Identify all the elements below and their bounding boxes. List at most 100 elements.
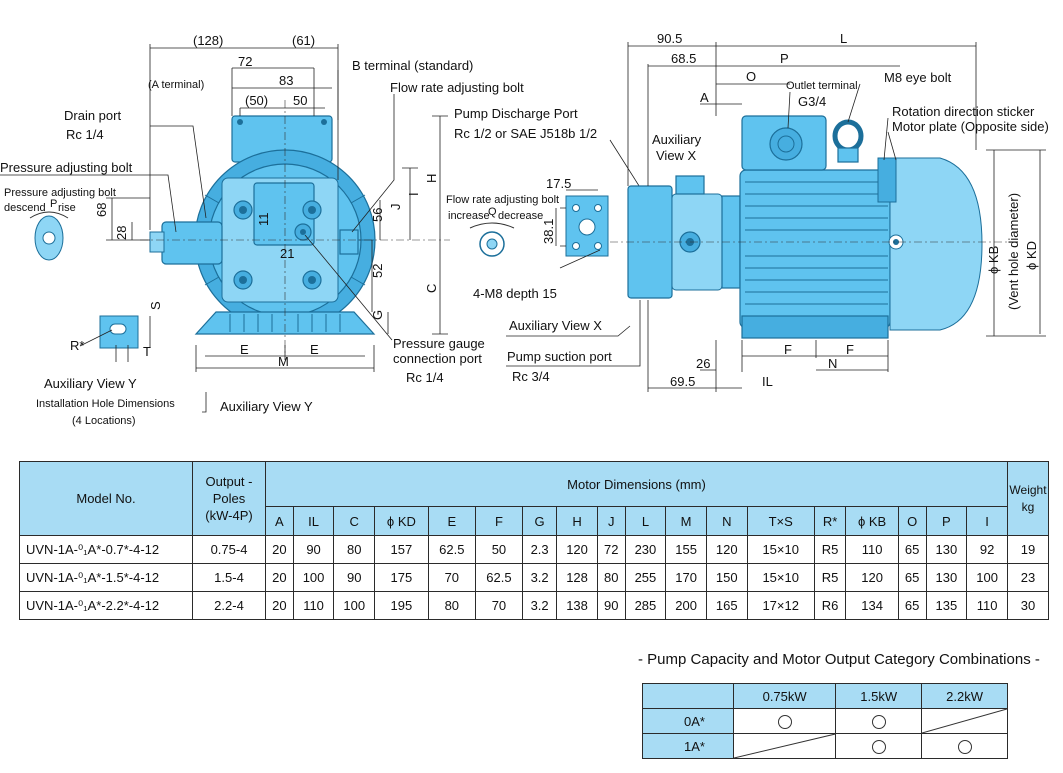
combinations-table: 0.75kW 1.5kW 2.2kW 0A*1A* xyxy=(642,683,1008,759)
combo-available-cell xyxy=(732,708,837,734)
dimension-cell: 165 xyxy=(705,591,748,620)
column-header: N xyxy=(705,506,748,536)
dim-f2: F xyxy=(846,342,854,357)
dimension-cell: 65 xyxy=(897,591,927,620)
column-header: A xyxy=(265,506,294,536)
weight-cell: 23 xyxy=(1007,563,1049,592)
combo-body: 0A*1A* xyxy=(642,708,1008,759)
aux-x-label2: View X xyxy=(656,148,697,163)
dim-50b: 50 xyxy=(293,93,307,108)
dim-f1: F xyxy=(784,342,792,357)
combo-unavailable-cell xyxy=(732,733,837,759)
output-header: Output - Poles (kW-4P) xyxy=(192,461,266,536)
dimension-cell: 62.5 xyxy=(427,535,476,564)
output-cell: 2.2-4 xyxy=(192,591,266,620)
dimension-cell: 72 xyxy=(596,535,626,564)
dimension-cell: 70 xyxy=(474,591,524,620)
dimension-cell: R5 xyxy=(813,535,847,564)
dimension-cell: 65 xyxy=(897,563,927,592)
combo-available-cell xyxy=(921,733,1008,759)
output-cell: 1.5-4 xyxy=(192,563,266,592)
dim-h: H xyxy=(424,174,439,183)
available-circle-icon xyxy=(871,714,886,729)
dim-a: A xyxy=(700,90,709,105)
aux-view-y-arrow-label: Auxiliary View Y xyxy=(220,399,313,414)
column-header: ϕ KD xyxy=(374,506,429,536)
column-header: F xyxy=(474,506,524,536)
dimension-cell: 130 xyxy=(925,535,968,564)
dimension-cell: 100 xyxy=(966,563,1008,592)
dimension-cell: 128 xyxy=(556,563,598,592)
dim-26: 26 xyxy=(696,356,710,371)
dimension-cell: 20 xyxy=(265,591,294,620)
dimension-cell: 195 xyxy=(374,591,429,620)
dimension-cell: R6 xyxy=(813,591,847,620)
output-cell: 0.75-4 xyxy=(192,535,266,564)
aux-view-y-title: Auxiliary View Y xyxy=(44,376,137,391)
dimension-cell: 20 xyxy=(265,535,294,564)
flow-bolt-label: Flow rate adjusting bolt xyxy=(390,80,524,95)
dimension-cell: 20 xyxy=(265,563,294,592)
gauge-rc-label: Rc 1/4 xyxy=(406,370,444,385)
dim-68-5: 68.5 xyxy=(671,51,696,66)
side-view: 90.5 L 68.5 P O A Outlet terminal G3/4 M… xyxy=(610,31,1049,392)
dim-56: 56 xyxy=(370,208,385,222)
dim-e2: E xyxy=(310,342,319,357)
front-view: (128) (61) 72 83 (50) 50 (A terminal) B … xyxy=(0,33,524,427)
model-cell: UVN-1A-⁰₁A*-0.7*-4-12 xyxy=(19,535,193,564)
dim-r: R* xyxy=(70,338,84,353)
dimension-cell: 90 xyxy=(292,535,335,564)
dim-n: N xyxy=(828,356,837,371)
column-header: I xyxy=(966,506,1008,536)
motor-dimensions-header: Motor Dimensions (mm) xyxy=(265,461,1008,507)
dimension-cell: 80 xyxy=(596,563,626,592)
p-letter: P xyxy=(50,198,57,210)
eye-bolt-label: M8 eye bolt xyxy=(884,70,952,85)
dim-17-5: 17.5 xyxy=(546,176,571,191)
dimension-cell: 110 xyxy=(966,591,1008,620)
dim-t: T xyxy=(143,344,151,359)
flow-bolt-small: Flow rate adjusting bolt xyxy=(446,194,559,206)
dimension-cell: 135 xyxy=(925,591,968,620)
dim-m: M xyxy=(278,354,289,369)
b-terminal-label: B terminal (standard) xyxy=(352,58,473,73)
dimension-cell: 120 xyxy=(845,563,899,592)
output-header-line3: (kW-4P) xyxy=(205,508,253,523)
outlet-terminal-label: Outlet terminal xyxy=(786,80,858,92)
gauge-port-label2: connection port xyxy=(393,351,482,366)
vent-hole-label: (Vent hole diameter) xyxy=(1006,193,1021,310)
dim-i: I xyxy=(406,192,421,196)
dimension-cell: 100 xyxy=(292,563,335,592)
combo-col-2: 2.2kW xyxy=(921,683,1008,709)
combo-row: 0A* xyxy=(642,708,1008,734)
suction-rc-label: Rc 3/4 xyxy=(512,369,550,384)
pressure-bolt-label: Pressure adjusting bolt xyxy=(0,160,133,175)
kb-label: ϕ KB xyxy=(986,246,1001,274)
combo-corner xyxy=(642,683,734,709)
output-header-line1: Output - xyxy=(205,474,253,489)
rotation-sticker-label: Rotation direction sticker xyxy=(892,104,1035,119)
dim-s: S xyxy=(148,301,163,310)
dim-o: O xyxy=(746,69,756,84)
column-header: G xyxy=(522,506,558,536)
dim-il: IL xyxy=(762,374,773,389)
dim-83: 83 xyxy=(279,73,293,88)
dim-61: (61) xyxy=(292,33,315,48)
dimension-cell: 3.2 xyxy=(522,563,558,592)
column-header: E xyxy=(427,506,476,536)
discharge-port-label: Pump Discharge Port xyxy=(454,106,578,121)
column-header: L xyxy=(624,506,667,536)
dim-38-1: 38.1 xyxy=(541,219,556,244)
column-header: P xyxy=(925,506,968,536)
model-cell: UVN-1A-⁰₁A*-2.2*-4-12 xyxy=(19,591,193,620)
a-terminal-label: (A terminal) xyxy=(148,79,204,91)
combinations-title: - Pump Capacity and Motor Output Categor… xyxy=(638,651,1040,668)
outlet-g-label: G3/4 xyxy=(798,94,826,109)
combo-col-0: 0.75kW xyxy=(732,683,837,709)
increase-label: increase xyxy=(448,210,490,222)
model-cell: UVN-1A-⁰₁A*-1.5*-4-12 xyxy=(19,563,193,592)
dimension-cell: 90 xyxy=(333,563,376,592)
dimension-cell: 120 xyxy=(556,535,598,564)
